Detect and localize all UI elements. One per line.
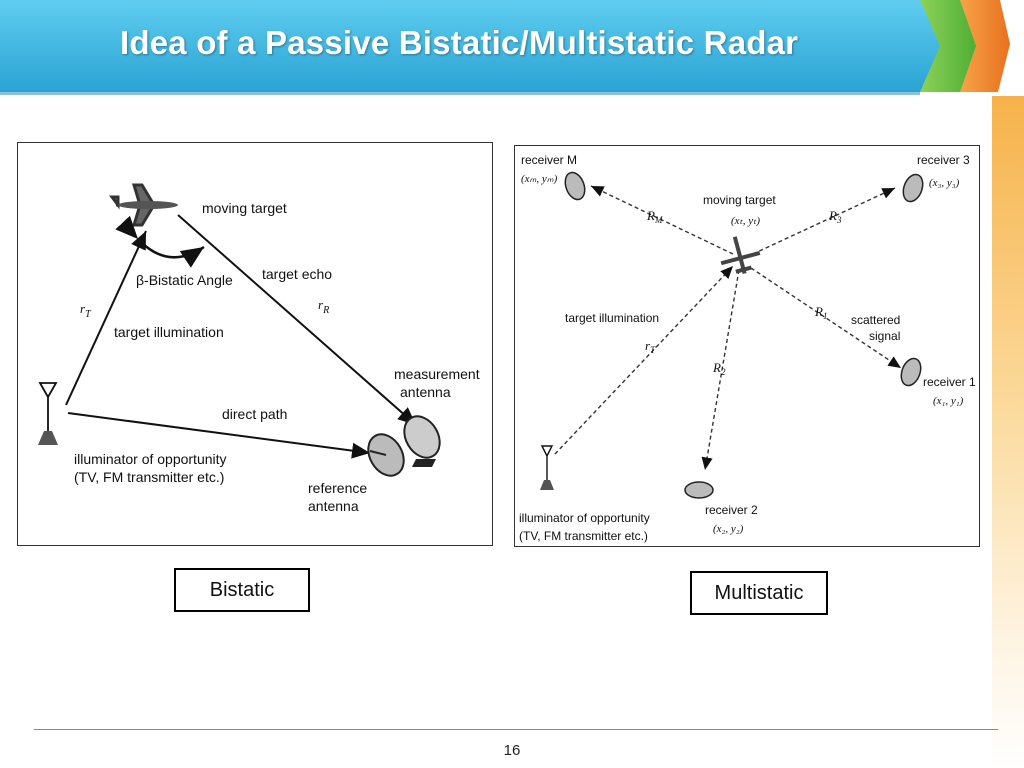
label-bistatic-angle: β-Bistatic Angle bbox=[136, 272, 233, 288]
slide-title: Idea of a Passive Bistatic/Multistatic R… bbox=[120, 24, 799, 61]
label-illuminator-line1: illuminator of opportunity bbox=[74, 451, 227, 467]
footer-divider bbox=[34, 729, 998, 730]
label-direct-path: direct path bbox=[222, 406, 287, 422]
label-scattered-line2: signal bbox=[869, 329, 900, 343]
title-banner-graphic bbox=[0, 0, 1010, 95]
label-rr: rR bbox=[318, 297, 329, 316]
bistatic-caption: Bistatic bbox=[174, 568, 310, 612]
label-moving-target: moving target bbox=[703, 193, 776, 207]
label-target-illumination: target illumination bbox=[565, 311, 659, 325]
title-bar: Idea of a Passive Bistatic/Multistatic R… bbox=[0, 0, 1024, 96]
label-r2: R2 bbox=[712, 360, 726, 377]
airplane-icon bbox=[720, 236, 761, 275]
rt-path-line bbox=[554, 265, 734, 455]
measurement-antenna-dish-icon bbox=[403, 415, 441, 467]
green-chevron-shape bbox=[918, 0, 976, 92]
orange-chevron-shape bbox=[958, 0, 1010, 92]
direct-path-line bbox=[67, 412, 371, 459]
receiver-3-dish-icon bbox=[902, 173, 924, 203]
label-target-echo: target echo bbox=[262, 266, 332, 282]
multistatic-diagram: receiver M (xₘ, yₘ) receiver 3 (x₃, y₃) … bbox=[514, 145, 980, 547]
label-moving-target: moving target bbox=[202, 200, 287, 216]
label-receiver-1-coords: (x₁, y₁) bbox=[933, 395, 964, 407]
label-receiver-3: receiver 3 bbox=[917, 153, 970, 167]
label-measurement-line2: antenna bbox=[400, 384, 451, 400]
rm-path-line bbox=[590, 185, 734, 255]
bistatic-angle-arc bbox=[115, 215, 205, 268]
label-illuminator-line2: (TV, FM transmitter etc.) bbox=[519, 529, 648, 543]
label-target-illumination: target illumination bbox=[114, 324, 224, 340]
label-illuminator-line1: illuminator of opportunity bbox=[519, 511, 650, 525]
transmitter-tower-icon bbox=[540, 445, 554, 490]
label-measurement-line1: measurement bbox=[394, 366, 480, 382]
multistatic-caption: Multistatic bbox=[690, 571, 828, 615]
label-r1: R1 bbox=[814, 304, 827, 321]
label-rt: rT bbox=[80, 301, 92, 320]
receiver-1-dish-icon bbox=[900, 357, 922, 387]
r1-path-line bbox=[750, 267, 902, 369]
receiver-2-dish-icon bbox=[684, 481, 714, 499]
reference-antenna-dish-icon bbox=[367, 433, 405, 477]
page-number: 16 bbox=[503, 742, 521, 759]
label-r3: R3 bbox=[828, 208, 842, 225]
r3-path-line bbox=[752, 187, 896, 255]
side-accent-stripe bbox=[992, 96, 1024, 768]
rt-path-line bbox=[65, 230, 147, 406]
r2-path-line bbox=[701, 269, 740, 471]
label-rm: RM bbox=[646, 208, 663, 225]
transmitter-tower-icon bbox=[38, 382, 58, 445]
label-rt: rT bbox=[645, 338, 656, 355]
label-scattered-line1: scattered bbox=[851, 313, 900, 327]
label-receiver-1: receiver 1 bbox=[923, 375, 976, 389]
label-receiver-2-coords: (x₂, y₂) bbox=[713, 523, 744, 535]
label-receiver-m-coords: (xₘ, yₘ) bbox=[521, 173, 558, 185]
label-reference-line1: reference bbox=[308, 480, 367, 496]
label-receiver-3-coords: (x₃, y₃) bbox=[929, 177, 960, 189]
receiver-m-dish-icon bbox=[564, 171, 586, 201]
bistatic-diagram: moving target β-Bistatic Angle target ec… bbox=[17, 142, 493, 546]
rr-path-line bbox=[177, 214, 417, 426]
label-target-coords: (xₜ, yₜ) bbox=[731, 215, 760, 227]
label-receiver-m: receiver M bbox=[521, 153, 577, 167]
label-illuminator-line2: (TV, FM transmitter etc.) bbox=[74, 469, 224, 485]
label-receiver-2: receiver 2 bbox=[705, 503, 758, 517]
blue-banner-shape bbox=[0, 0, 940, 92]
label-reference-line2: antenna bbox=[308, 498, 359, 514]
airplane-icon bbox=[109, 183, 178, 227]
